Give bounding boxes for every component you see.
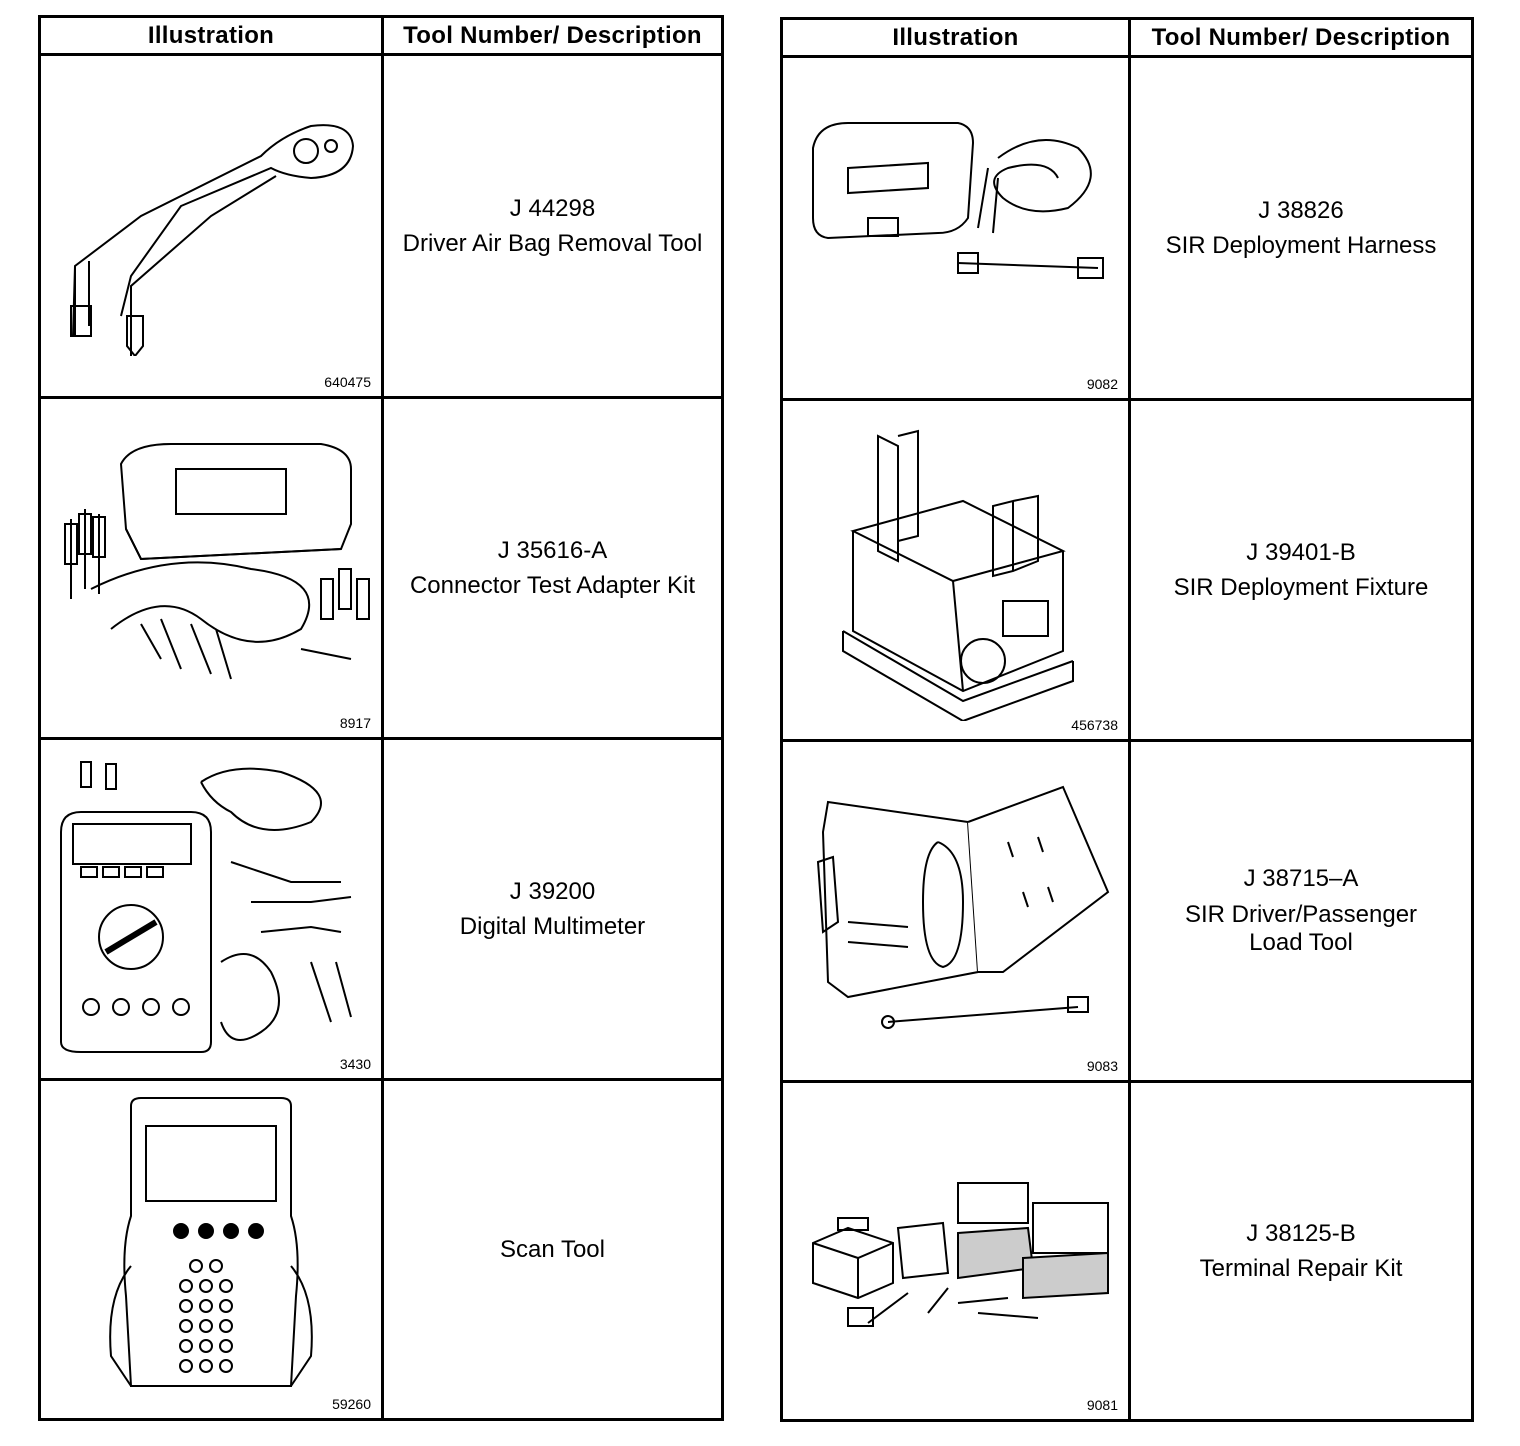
tool-number: J 38715–A xyxy=(1243,865,1359,892)
table-row: 640475 J 44298 Driver Air Bag Removal To… xyxy=(41,56,721,399)
air-bag-removal-tool-icon xyxy=(61,86,361,356)
figure-number: 9083 xyxy=(1086,1058,1118,1074)
multimeter-icon xyxy=(51,752,371,1062)
header-tool-description: Tool Number/ Description xyxy=(1151,23,1451,51)
illustration-cell: 59260 xyxy=(41,1081,381,1418)
illustration-cell: 456738 xyxy=(783,401,1128,739)
table-row: 456738 J 39401-B SIR Deployment Fixture xyxy=(783,401,1471,742)
figure-number: 3430 xyxy=(339,1056,371,1072)
tool-description: SIR Driver/Passenger xyxy=(1184,901,1418,928)
tool-description: SIR Deployment Fixture xyxy=(1173,574,1429,601)
scan-tool-icon xyxy=(101,1096,321,1396)
figure-number: 456738 xyxy=(1071,717,1118,733)
terminal-repair-kit-icon xyxy=(808,1173,1118,1343)
tool-number: J 39200 xyxy=(509,878,596,905)
description-cell: J 39401-B SIR Deployment Fixture xyxy=(1131,401,1471,739)
tool-table-right: Illustration Tool Number/ Description 90… xyxy=(780,17,1474,1422)
description-cell: J 38715–A SIR Driver/Passenger Load Tool xyxy=(1131,742,1471,1080)
description-cell: J 44298 Driver Air Bag Removal Tool xyxy=(384,56,721,396)
table-header: Illustration Tool Number/ Description xyxy=(783,20,1471,58)
description-cell: J 38125-B Terminal Repair Kit xyxy=(1131,1083,1471,1419)
table-row: 9083 J 38715–A SIR Driver/Passenger Load… xyxy=(783,742,1471,1083)
figure-number: 59260 xyxy=(332,1396,371,1412)
adapter-kit-icon xyxy=(51,429,371,699)
column-divider xyxy=(1128,20,1131,1419)
description-cell: Scan Tool xyxy=(384,1081,721,1418)
tool-number: J 35616-A xyxy=(497,537,608,564)
illustration-cell: 640475 xyxy=(41,56,381,396)
header-illustration: Illustration xyxy=(892,23,1019,51)
figure-number: 640475 xyxy=(324,374,371,390)
deployment-harness-icon xyxy=(808,118,1108,318)
description-cell: J 39200 Digital Multimeter xyxy=(384,740,721,1078)
illustration-cell: 3430 xyxy=(41,740,381,1078)
table-row: 9082 J 38826 SIR Deployment Harness xyxy=(783,58,1471,401)
figure-number: 9081 xyxy=(1086,1397,1118,1413)
table-row: 9081 J 38125-B Terminal Repair Kit xyxy=(783,1083,1471,1419)
illustration-cell: 9083 xyxy=(783,742,1128,1080)
tool-description: Connector Test Adapter Kit xyxy=(409,572,696,599)
illustration-cell: 9082 xyxy=(783,58,1128,398)
header-tool-description: Tool Number/ Description xyxy=(403,21,702,49)
load-tool-icon xyxy=(808,782,1118,1042)
tool-description: Driver Air Bag Removal Tool xyxy=(402,230,703,257)
tool-number: J 38826 xyxy=(1258,197,1344,224)
tool-description: Scan Tool xyxy=(500,1236,605,1263)
deployment-fixture-icon xyxy=(833,421,1083,721)
tool-number: J 38125-B xyxy=(1246,1220,1356,1247)
table-row: 8917 J 35616-A Connector Test Adapter Ki… xyxy=(41,399,721,740)
header-illustration: Illustration xyxy=(147,21,275,49)
tool-number: J 44298 xyxy=(509,195,596,222)
tool-description: Digital Multimeter xyxy=(459,913,646,940)
tool-description: SIR Deployment Harness xyxy=(1165,232,1437,259)
illustration-cell: 8917 xyxy=(41,399,381,737)
tool-table-left: Illustration Tool Number/ Description 64… xyxy=(38,15,724,1421)
table-row: 59260 Scan Tool xyxy=(41,1081,721,1418)
column-divider xyxy=(381,18,384,1418)
description-cell: J 38826 SIR Deployment Harness xyxy=(1131,58,1471,398)
figure-number: 8917 xyxy=(339,715,371,731)
tool-number: J 39401-B xyxy=(1246,539,1356,566)
table-row: 3430 J 39200 Digital Multimeter xyxy=(41,740,721,1081)
figure-number: 9082 xyxy=(1086,376,1118,392)
tool-description: Terminal Repair Kit xyxy=(1199,1255,1403,1282)
illustration-cell: 9081 xyxy=(783,1083,1128,1419)
tool-description-line2: Load Tool xyxy=(1249,929,1353,956)
description-cell: J 35616-A Connector Test Adapter Kit xyxy=(384,399,721,737)
